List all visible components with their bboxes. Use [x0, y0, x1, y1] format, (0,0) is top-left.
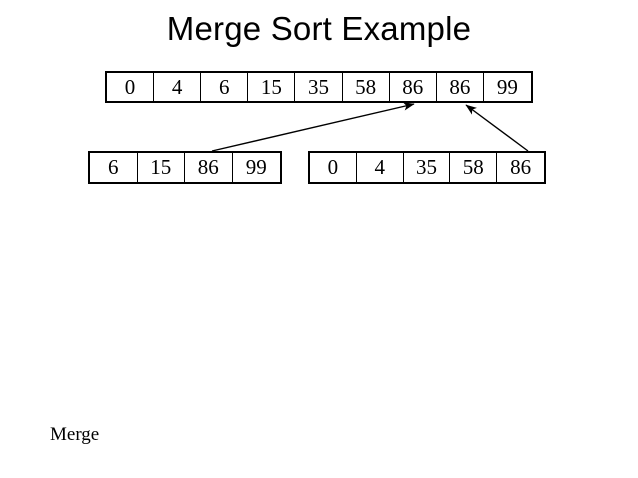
merged-array: 0 4 6 15 35 58 86 86 99 — [105, 71, 533, 103]
right-subarray-cell-1: 4 — [356, 153, 404, 182]
merged-array-cell-8: 99 — [483, 73, 531, 101]
merged-array-cell-7: 86 — [436, 73, 484, 101]
right-subarray-cell-2: 35 — [403, 153, 451, 182]
left-subarray-cell-0: 6 — [90, 153, 138, 182]
left-subarray: 6 15 86 99 — [88, 151, 282, 184]
arrow-right-subarray-to-merged — [465, 104, 529, 152]
merged-array-cell-2: 6 — [201, 73, 249, 101]
left-subarray-cell-3: 99 — [232, 153, 280, 182]
right-subarray: 0 4 35 58 86 — [308, 151, 546, 184]
right-subarray-cell-4: 86 — [497, 153, 544, 182]
right-subarray-cell-3: 58 — [450, 153, 498, 182]
merged-array-cell-6: 86 — [389, 73, 437, 101]
merged-array-cell-1: 4 — [154, 73, 202, 101]
merged-array-cell-5: 58 — [342, 73, 390, 101]
left-subarray-cell-2: 86 — [185, 153, 233, 182]
right-subarray-cell-0: 0 — [310, 153, 357, 182]
arrow-left-subarray-to-merged — [211, 102, 415, 152]
left-subarray-cell-1: 15 — [137, 153, 185, 182]
page-title: Merge Sort Example — [166, 10, 472, 47]
merged-array-cell-3: 15 — [248, 73, 296, 101]
merge-caption: Merge — [50, 424, 100, 445]
merged-array-cell-4: 35 — [295, 73, 343, 101]
merged-array-cell-0: 0 — [107, 73, 155, 101]
